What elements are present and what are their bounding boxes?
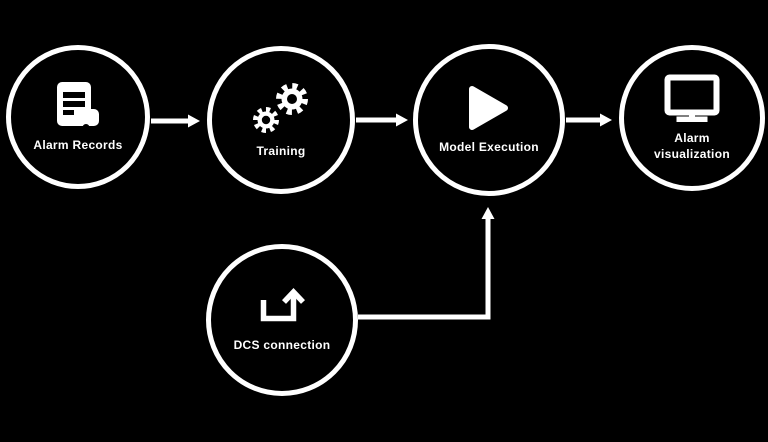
node-label: DCS connection [233, 337, 331, 352]
node-label: Training [256, 143, 306, 158]
arrow-model-execution-to-alarm-visualization [566, 113, 612, 127]
arrow-alarm-records-to-training [151, 114, 200, 128]
node-model-execution: Model Execution [413, 44, 565, 196]
node-alarm-visualization: Alarm visualization [619, 45, 765, 191]
node-training: Training [207, 46, 355, 194]
upload-icon [258, 287, 306, 329]
monitor-icon [664, 74, 720, 122]
node-label: Model Execution [439, 139, 539, 154]
node-label: Alarm visualization [654, 130, 730, 161]
arrow-training-to-model-execution [356, 113, 408, 127]
play-icon [468, 85, 510, 131]
node-alarm-records: Alarm Records [6, 45, 150, 189]
node-dcs-connection: DCS connection [206, 244, 358, 396]
node-label: Alarm Records [33, 137, 123, 152]
arrow-dcs-connection-to-model-execution [358, 207, 495, 320]
document-icon [56, 81, 100, 131]
gears-icon [252, 81, 310, 135]
